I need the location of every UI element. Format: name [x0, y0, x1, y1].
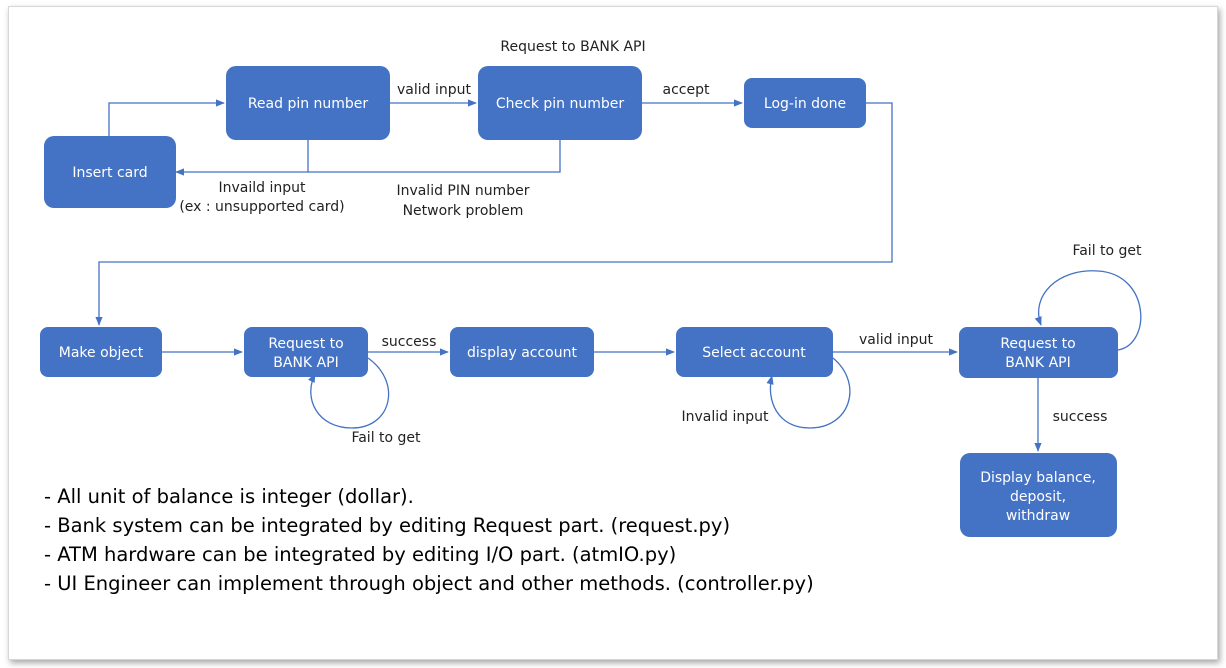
node-request-api-1: Request to BANK API [244, 327, 368, 377]
note-item: - UI Engineer can implement through obje… [44, 572, 814, 595]
node-insert-card: Insert card [44, 136, 176, 208]
node-display-balance: Display balance, deposit, withdraw [960, 453, 1117, 537]
loop-select-invalid [766, 357, 851, 429]
node-display-balance-line2: deposit, [1010, 489, 1066, 505]
node-display-balance-line1: Display balance, [980, 470, 1096, 486]
edge-insert-to-read [108, 99, 225, 136]
node-request-api-2: Request to BANK API [959, 327, 1118, 378]
node-login-done: Log-in done [744, 78, 866, 128]
notes-list: - All unit of balance is integer (dollar… [44, 482, 814, 598]
label-invalid-pin: Invalid PIN number [396, 183, 529, 199]
note-item: - All unit of balance is integer (dollar… [44, 485, 414, 508]
label-invalid-input-2: Invalid input [682, 409, 770, 425]
loop-request-2-fail [1034, 270, 1142, 351]
node-request-api-1-line1: Request to [268, 336, 343, 352]
note-item: - Bank system can be integrated by editi… [44, 514, 731, 537]
loop-request-1-fail [308, 357, 390, 429]
edge-labels: Request to BANK API valid input accept I… [179, 39, 1142, 446]
label-invalid-input-1-detail: (ex : unsupported card) [179, 199, 344, 215]
label-success-2: success [1053, 409, 1108, 425]
node-display-account-label: display account [467, 345, 577, 361]
node-make-object: Make object [40, 327, 162, 377]
node-make-object-label: Make object [59, 345, 144, 361]
node-check-pin: Check pin number [478, 66, 642, 140]
node-request-api-1-line2: BANK API [273, 355, 338, 371]
label-fail-to-get-2: Fail to get [1072, 243, 1142, 259]
node-display-account: display account [450, 327, 594, 377]
node-request-api-2-line1: Request to [1000, 336, 1075, 352]
note-item: - ATM hardware can be integrated by edit… [44, 543, 677, 566]
node-login-done-label: Log-in done [764, 96, 846, 112]
edge-login-to-make-object [95, 102, 893, 326]
node-read-pin-label: Read pin number [248, 96, 369, 112]
label-valid-input-2: valid input [859, 332, 934, 348]
node-select-account: Select account [676, 327, 833, 377]
label-success-1: success [382, 334, 437, 350]
label-network-problem: Network problem [403, 203, 524, 219]
node-select-account-label: Select account [702, 345, 806, 361]
label-fail-to-get-1: Fail to get [351, 430, 421, 446]
label-accept: accept [663, 82, 710, 98]
node-read-pin: Read pin number [226, 66, 390, 140]
node-request-api-2-line2: BANK API [1005, 355, 1070, 371]
edge-read-invalid-to-insert [175, 140, 309, 176]
node-display-balance-line3: withdraw [1006, 508, 1070, 524]
node-check-pin-label: Check pin number [496, 96, 625, 112]
label-invalid-input-1: Invaild input [219, 180, 307, 196]
node-insert-card-label: Insert card [72, 165, 147, 181]
connectors [95, 99, 1142, 452]
label-valid-input-1: valid input [397, 82, 472, 98]
label-request-to-bank-api: Request to BANK API [500, 39, 645, 55]
edge-check-invalid-to-insert [308, 140, 561, 173]
